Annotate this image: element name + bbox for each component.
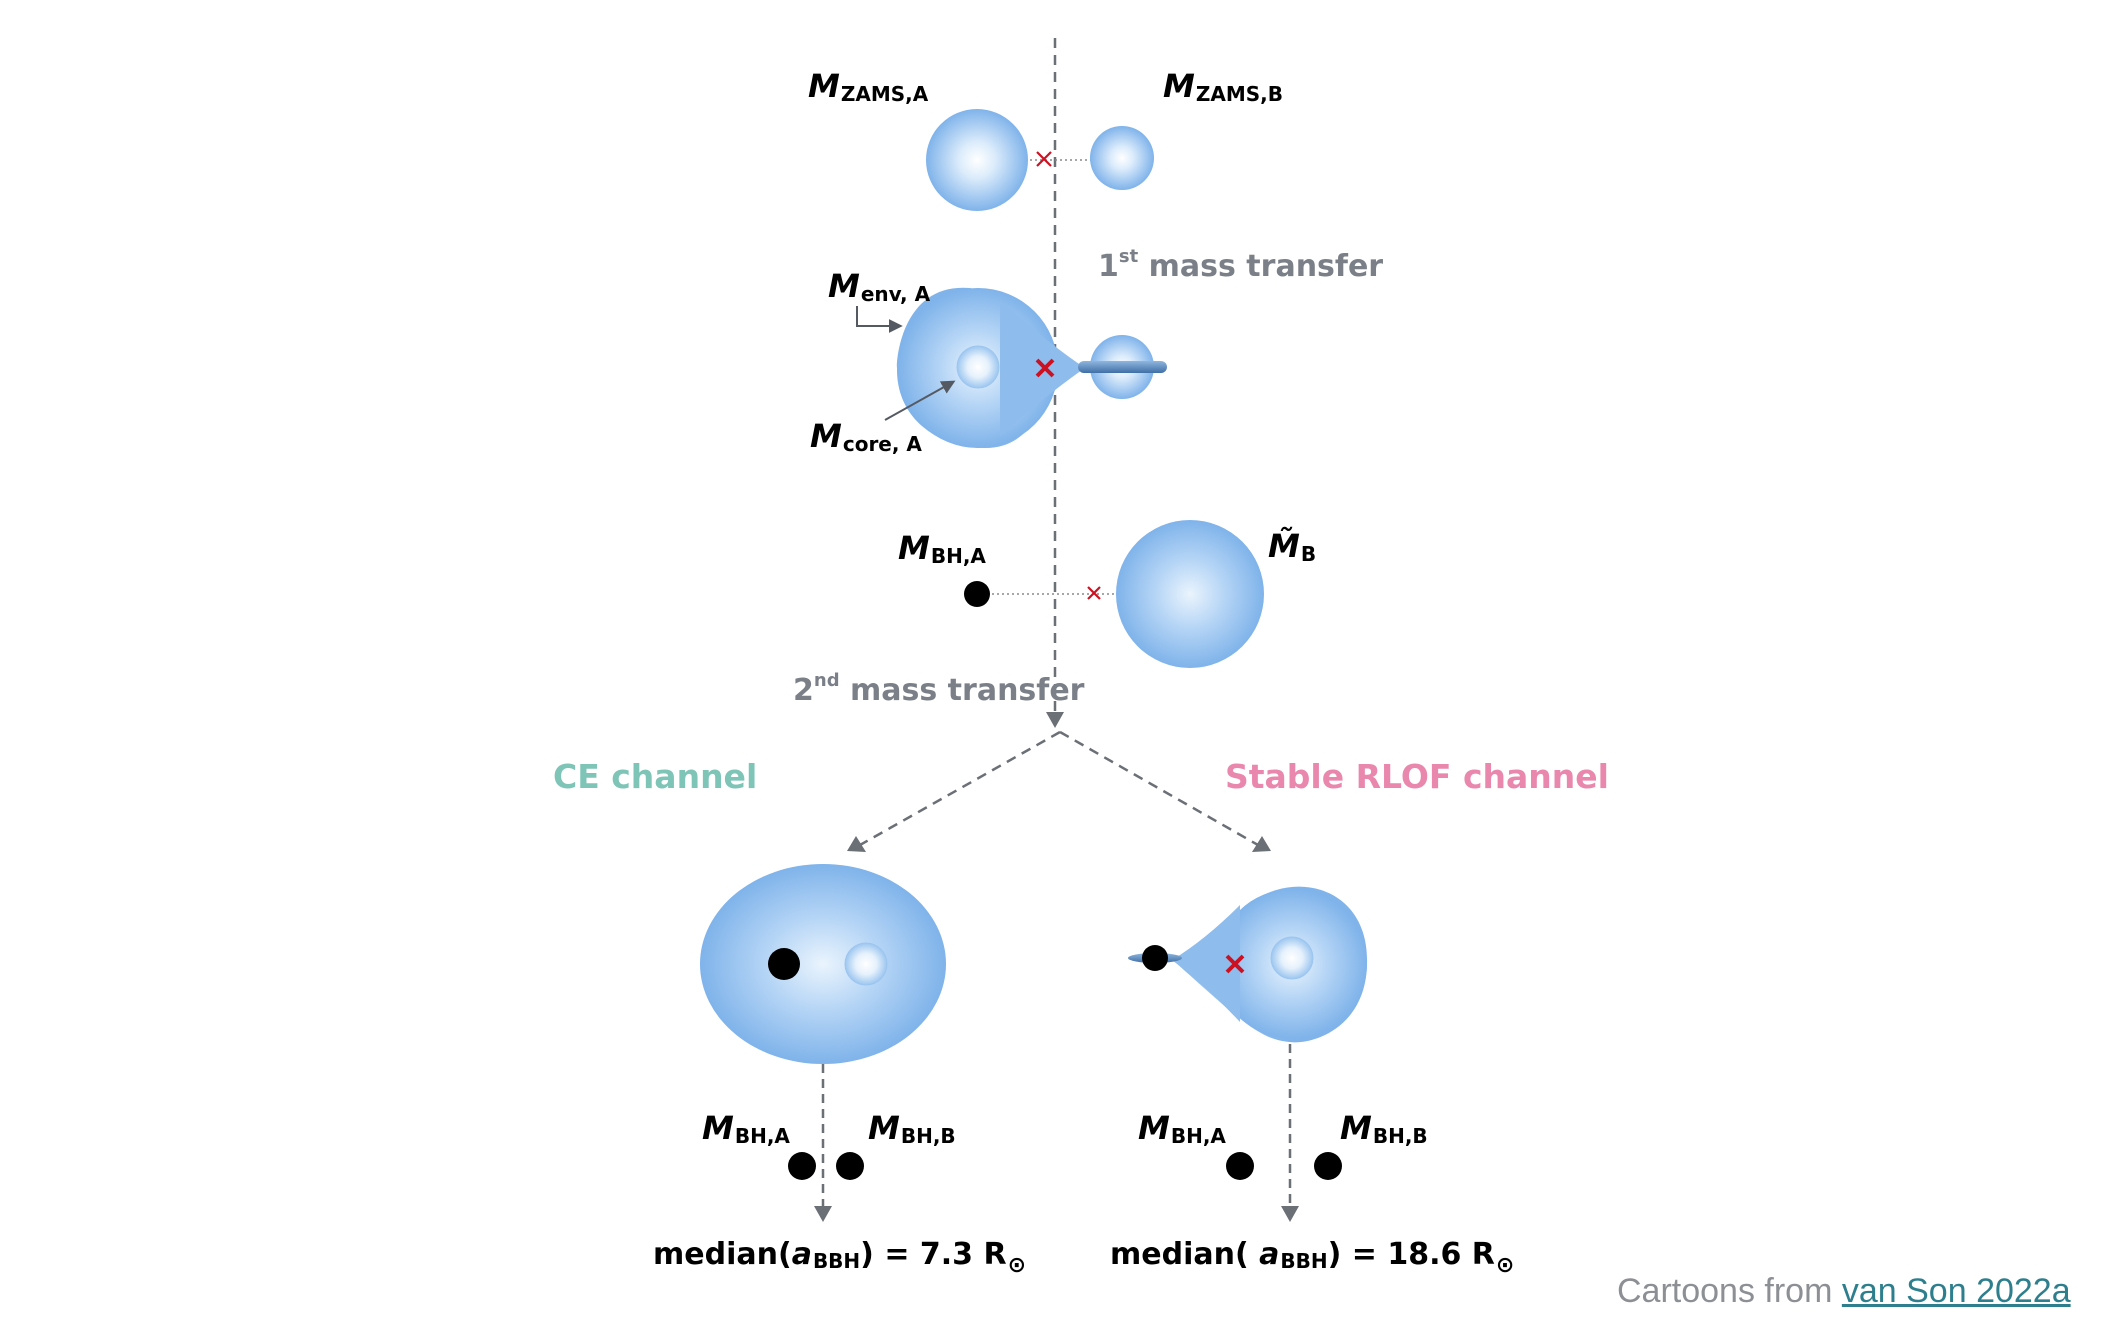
subscript: BH,B [900,1124,956,1148]
central-arrowhead [1046,712,1064,728]
step-text: mass transfer [839,673,1085,708]
branch-arrowhead-rlof [1252,836,1271,852]
branch-arrow-rlof [1059,730,1259,847]
ce-black-hole [768,948,800,980]
rlof-black-hole [1142,945,1168,971]
center-of-mass-marker-2 [1035,358,1055,378]
envelope-pointer [856,306,903,333]
subscript: env, A [860,282,931,306]
label-second-mass-transfer: 2nd mass transfer [793,672,1085,708]
star-b-evolved [1116,520,1264,668]
sun-symbol: ⊙ [1495,1253,1515,1278]
subscript: B [1300,542,1317,566]
credit-text: Cartoons from [1617,1272,1842,1310]
rlof-core [1270,936,1314,980]
label-rlof-bh-a: MBH,A [1138,1109,1226,1147]
ordinal-suffix: nd [813,670,840,691]
ce-core [844,942,888,986]
symbol: M [808,67,840,105]
subscript: BBH [1280,1249,1328,1273]
star-a-zams [926,109,1028,211]
subscript: ZAMS,B [1195,82,1283,106]
label-m-tilde-b: M̃B [1268,527,1316,565]
subscript: core, A [842,432,922,456]
symbol: M [1340,1109,1372,1147]
subscript: BH,A [930,544,986,568]
rlof-final-bh-a [1226,1152,1254,1180]
ordinal-suffix: st [1118,246,1139,267]
subscript: BBH [812,1249,861,1273]
ce-outcome-arrowhead [814,1206,832,1222]
subscript: BH,B [1372,1124,1428,1148]
black-hole-a [964,581,990,607]
label-m-env-a: Menv, A [828,267,930,305]
credit-link[interactable]: van Son 2022a [1841,1272,2071,1310]
star-b-zams [1090,126,1154,190]
symbol: M [1138,1109,1170,1147]
branch-arrowhead-ce [847,836,866,852]
ce-final-bh-a [788,1152,816,1180]
ordinal-number: 2 [793,673,814,708]
subscript: BH,A [1170,1124,1226,1148]
ordinal-number: 1 [1098,249,1119,284]
accretion-stream [1078,361,1167,373]
symbol: M [702,1109,734,1147]
median-value: ) = 7.3 R [860,1237,1007,1272]
label-ce-bh-a: MBH,A [702,1109,790,1147]
median-variable: a [1259,1237,1280,1272]
symbol: M [1163,67,1195,105]
label-m-zams-a: MZAMS,A [808,67,928,105]
label-rlof-median-separation: median( aBBH) = 18.6 R⊙ [1110,1237,1514,1277]
label-rlof-bh-b: MBH,B [1340,1109,1428,1147]
median-prefix: median( [1110,1237,1260,1272]
rlof-final-bh-b [1314,1152,1342,1180]
label-m-zams-b: MZAMS,B [1163,67,1283,105]
center-of-mass-marker-4 [1225,954,1245,974]
label-ce-channel: CE channel [553,757,758,796]
label-stable-rlof-channel: Stable RLOF channel [1225,757,1609,796]
symbol: M̃ [1268,527,1300,565]
label-ce-median-separation: median(aBBH) = 7.3 R⊙ [653,1237,1026,1277]
sun-symbol: ⊙ [1007,1253,1027,1278]
credit-line: Cartoons from van Son 2022a [1617,1272,2071,1311]
label-first-mass-transfer: 1st mass transfer [1098,248,1384,284]
core-pointer [884,380,956,421]
ce-final-bh-b [836,1152,864,1180]
symbol: M [810,417,842,455]
label-m-bh-a-top: MBH,A [898,529,986,567]
star-a-core [956,345,1000,389]
symbol: M [898,529,930,567]
median-prefix: median( [653,1237,792,1272]
center-of-mass-marker-3 [1087,586,1101,600]
median-variable: a [791,1237,812,1272]
rlof-lobe-tip [1172,905,1240,1022]
rlof-outcome-arrowhead [1281,1206,1299,1222]
median-value: ) = 18.6 R [1327,1237,1495,1272]
symbol: M [868,1109,900,1147]
label-ce-bh-b: MBH,B [868,1109,956,1147]
center-of-mass-marker [1036,151,1052,167]
symbol: M [828,267,860,305]
step-text: mass transfer [1138,249,1384,284]
label-m-core-a: Mcore, A [810,417,922,455]
subscript: BH,A [734,1124,790,1148]
common-envelope [700,864,946,1064]
subscript: ZAMS,A [840,82,929,106]
branch-arrow-ce [859,730,1061,847]
